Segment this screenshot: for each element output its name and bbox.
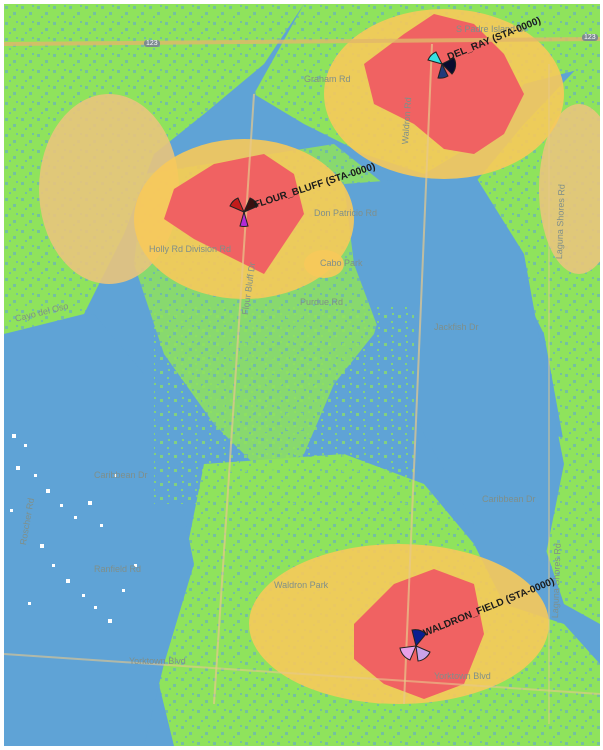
street-label-caribbean-east: Caribbean Dr (482, 494, 536, 504)
strong-signal-del-ray (364, 14, 524, 154)
highway-shield-east: 123 (582, 34, 598, 41)
road-padre-island (4, 37, 600, 46)
site-marker-del-ray (427, 51, 457, 79)
street-label-graham: Graham Rd (304, 74, 351, 84)
site-marker-flour-bluff (229, 197, 259, 228)
park-label-waldron: Waldron Park (274, 580, 329, 590)
good-signal-cabo-park (304, 250, 344, 278)
strong-signal-flour-bluff (164, 154, 304, 274)
coverage-map[interactable]: S Padre Island Dr 123 123 Graham Rd Don … (4, 4, 600, 746)
street-label-ranfield: Ranfield Rd (94, 564, 142, 574)
street-label-don-patricio: Don Patricio Rd (314, 208, 378, 218)
street-label-caribbean-west: Caribbean Dr (94, 470, 148, 480)
road-waldron-rd (403, 43, 433, 705)
street-label-jackfish: Jackfish Dr (434, 322, 479, 332)
good-signal-east-blob (539, 104, 600, 274)
coverage-layer (4, 4, 600, 746)
street-label-holly: Holly Rd Division Rd (149, 244, 232, 254)
site-marker-waldron (399, 629, 431, 662)
highway-shield-west: 123 (144, 40, 160, 47)
park-label-cabo: Cabo Park (320, 258, 363, 268)
road-flour-bluff-dr (213, 93, 255, 705)
street-label-yorktown-west: Yorktown Blvd (129, 656, 186, 666)
street-label-yorktown-east: Yorktown Blvd (434, 671, 491, 681)
road-yorktown (4, 653, 600, 695)
white-point-cluster (10, 434, 137, 623)
street-label-padre-island: S Padre Island Dr (456, 24, 528, 34)
street-label-purdue: Purdue Rd (300, 297, 344, 307)
